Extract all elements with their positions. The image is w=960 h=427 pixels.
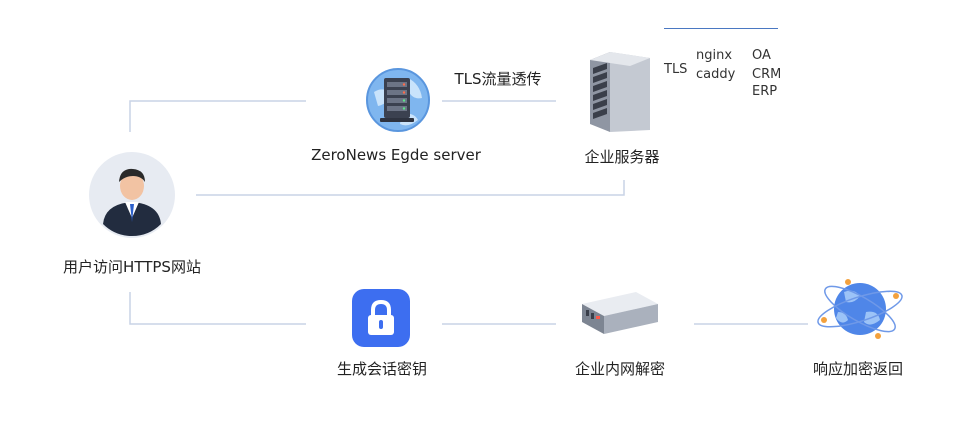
intranet-decrypt-label: 企业内网解密 <box>574 360 666 378</box>
globe-orbit-icon <box>817 279 903 339</box>
tls-transport-label: TLS流量透传 <box>454 70 542 88</box>
line-server-return <box>196 180 625 196</box>
user-avatar-icon <box>89 152 175 238</box>
edge-server-label: ZeroNews Egde server <box>311 146 481 164</box>
encrypted-response-label: 响应加密返回 <box>812 360 904 378</box>
lock-icon <box>352 289 410 347</box>
enterprise-server-label: 企业服务器 <box>584 148 660 166</box>
panel-oa: OA <box>752 48 771 63</box>
edge-server-globe-icon <box>366 68 430 132</box>
panel-nginx: nginx <box>696 48 733 63</box>
line-user-to-key <box>129 292 306 325</box>
server-software-panel: TLS nginx caddy OA CRM ERP <box>662 26 780 104</box>
panel-caddy: caddy <box>696 67 736 82</box>
panel-crm: CRM <box>752 67 780 82</box>
enterprise-server-icon <box>590 52 650 132</box>
line-user-to-edge <box>129 100 306 132</box>
panel-top-border <box>664 28 778 29</box>
network-appliance-icon <box>582 292 658 334</box>
panel-tls: TLS <box>664 62 688 77</box>
session-key-label: 生成会话密钥 <box>336 360 428 378</box>
panel-erp: ERP <box>752 84 778 99</box>
user-label: 用户访问HTTPS网站 <box>63 258 201 276</box>
